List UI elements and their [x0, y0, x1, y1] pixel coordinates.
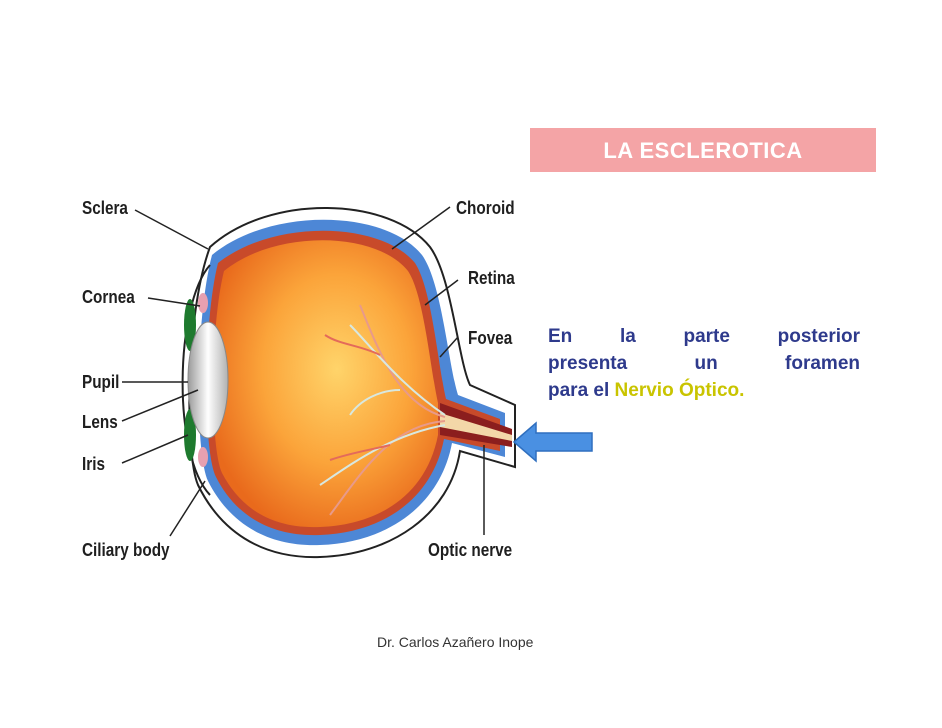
- lens: [187, 321, 229, 439]
- label-cornea: Cornea: [82, 287, 135, 307]
- label-choroid: Choroid: [456, 198, 515, 218]
- arrow-left-icon: [512, 421, 593, 463]
- label-iris: Iris: [82, 454, 105, 474]
- label-lens: Lens: [82, 412, 118, 432]
- iris: [184, 299, 196, 351]
- cornea: [181, 264, 211, 496]
- vitreous-body: [213, 240, 438, 528]
- leader-lines: [121, 206, 485, 537]
- author-credit: Dr. Carlos Azañero Inope: [377, 634, 534, 650]
- description-line-3: para el Nervio Óptico.: [548, 377, 860, 404]
- title-banner: LA ESCLEROTICA: [530, 128, 876, 172]
- description-line-1: En la parte posterior: [548, 326, 860, 347]
- slide-title: LA ESCLEROTICA: [603, 138, 803, 163]
- description-text: En la parte posterior presenta un forame…: [548, 323, 860, 404]
- label-fovea: Fovea: [468, 328, 513, 348]
- label-retina: Retina: [468, 268, 515, 288]
- description-line-3-prefix: para el: [548, 380, 615, 401]
- description-line-2: presenta un foramen: [548, 353, 860, 374]
- label-pupil: Pupil: [82, 372, 120, 392]
- optic-nerve-highlight: Nervio Óptico.: [614, 380, 745, 401]
- label-sclera: Sclera: [82, 198, 128, 218]
- label-ciliary-body: Ciliary body: [82, 540, 170, 560]
- label-optic-nerve: Optic nerve: [428, 540, 513, 560]
- eye-diagram: [121, 206, 516, 559]
